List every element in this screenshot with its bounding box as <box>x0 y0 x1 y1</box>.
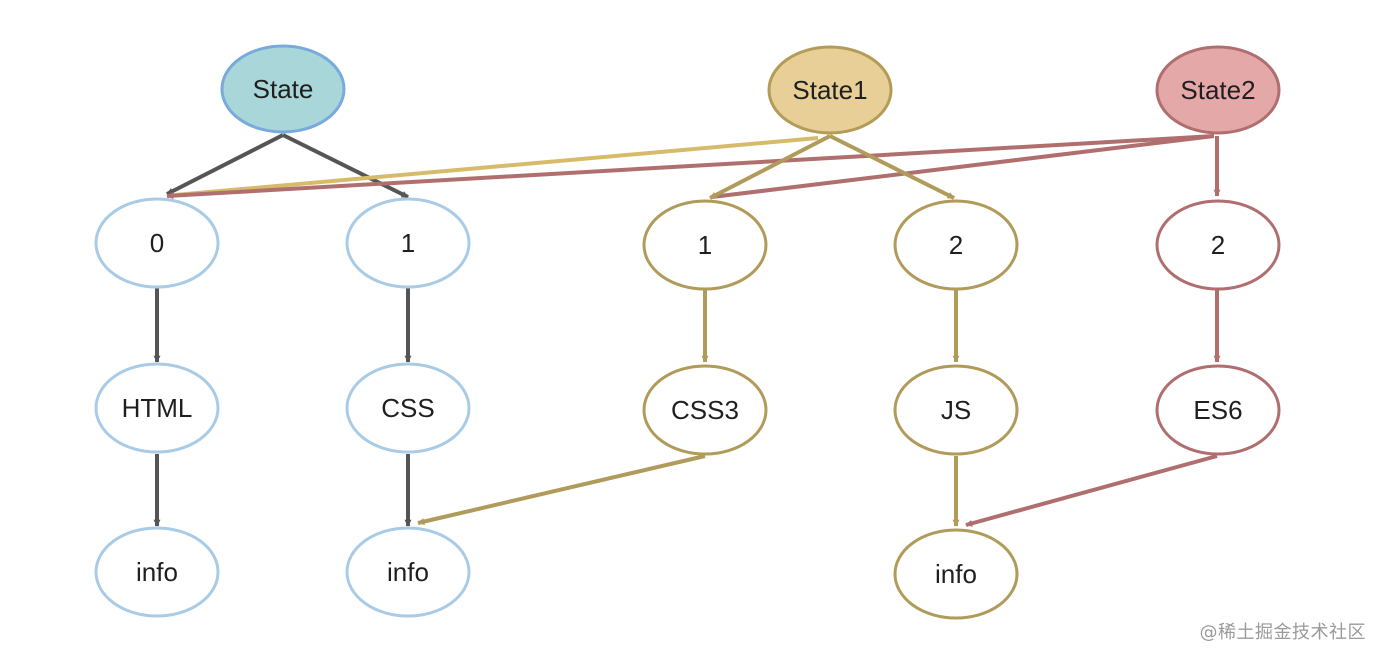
edge-state2-to-0 <box>166 134 1215 200</box>
nodes: State State1 State2 0 1 1 2 2 <box>94 44 1281 620</box>
node-css3-label: CSS3 <box>671 395 739 425</box>
edge-es6-to-info <box>965 454 1218 527</box>
node-0-label: 0 <box>150 228 164 258</box>
node-1-blue: 1 <box>345 197 471 289</box>
node-html: HTML <box>94 362 220 454</box>
node-info-2: info <box>345 526 471 618</box>
node-state: State <box>220 44 346 134</box>
node-es6: ES6 <box>1155 364 1281 456</box>
node-info-1-label: info <box>136 557 178 587</box>
node-css3: CSS3 <box>642 364 768 456</box>
node-2-gold: 2 <box>893 199 1019 291</box>
node-es6-label: ES6 <box>1193 395 1242 425</box>
edge-state-to-1 <box>282 133 409 199</box>
node-js-label: JS <box>941 395 971 425</box>
node-js: JS <box>893 364 1019 456</box>
node-css: CSS <box>345 362 471 454</box>
node-2-red-label: 2 <box>1211 230 1225 260</box>
node-html-label: HTML <box>122 393 193 423</box>
edge-state-to-0 <box>166 133 284 196</box>
node-state1-label: State1 <box>792 75 867 105</box>
node-1-gold-label: 1 <box>698 230 712 260</box>
edges <box>153 133 1221 527</box>
edge-state1-to-2 <box>829 134 955 200</box>
node-2-red: 2 <box>1155 199 1281 291</box>
node-0: 0 <box>94 197 220 289</box>
edge-state1-to-1 <box>709 134 831 200</box>
edge-state2-to-1 <box>711 134 1215 199</box>
watermark: @稀土掘金技术社区 <box>1199 622 1366 643</box>
edge-css3-to-info <box>417 454 706 525</box>
edge-state1-to-0 <box>174 136 819 197</box>
node-state1: State1 <box>767 45 893 135</box>
node-info-3: info <box>893 528 1019 620</box>
node-info-3-label: info <box>935 559 977 589</box>
node-1-blue-label: 1 <box>401 228 415 258</box>
node-css-label: CSS <box>381 393 434 423</box>
node-info-1: info <box>94 526 220 618</box>
node-1-gold: 1 <box>642 199 768 291</box>
node-2-gold-label: 2 <box>949 230 963 260</box>
node-info-2-label: info <box>387 557 429 587</box>
node-state2: State2 <box>1155 45 1281 135</box>
node-state2-label: State2 <box>1180 75 1255 105</box>
node-state-label: State <box>253 74 314 104</box>
